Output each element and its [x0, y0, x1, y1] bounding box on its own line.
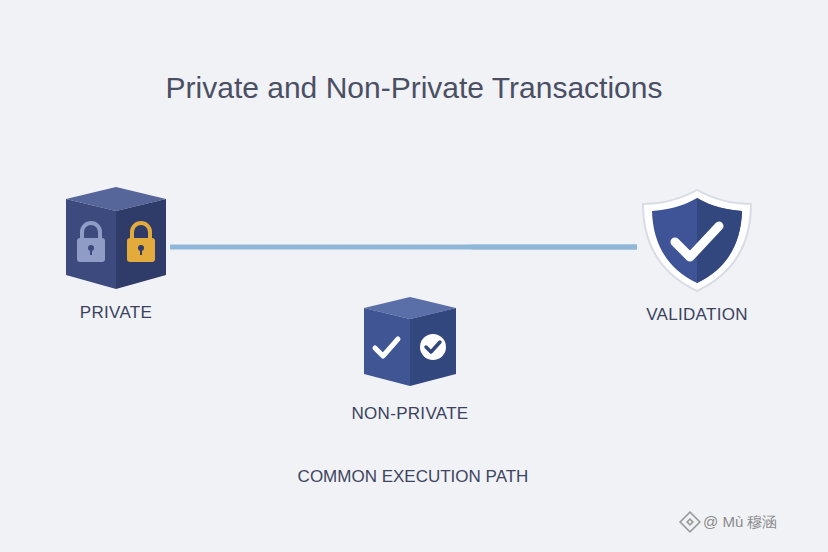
non-private-node: NON-PRIVATE — [349, 295, 472, 424]
path-caption: COMMON EXECUTION PATH — [298, 467, 529, 487]
node-icon — [360, 295, 460, 387]
validation-node: VALIDATION — [637, 188, 757, 325]
node-label: VALIDATION — [637, 305, 757, 325]
node-icon — [62, 185, 170, 290]
connector-line — [170, 247, 637, 248]
node-label: NON-PRIVATE — [349, 404, 472, 424]
private-node: PRIVATE — [62, 185, 170, 323]
node-label: PRIVATE — [62, 303, 170, 323]
connector-line — [471, 247, 637, 248]
diagram-title: Private and Non-Private Transactions — [166, 71, 663, 105]
watermark-text: @ Mù 穆涵 — [703, 513, 777, 532]
node-icon — [637, 188, 757, 293]
